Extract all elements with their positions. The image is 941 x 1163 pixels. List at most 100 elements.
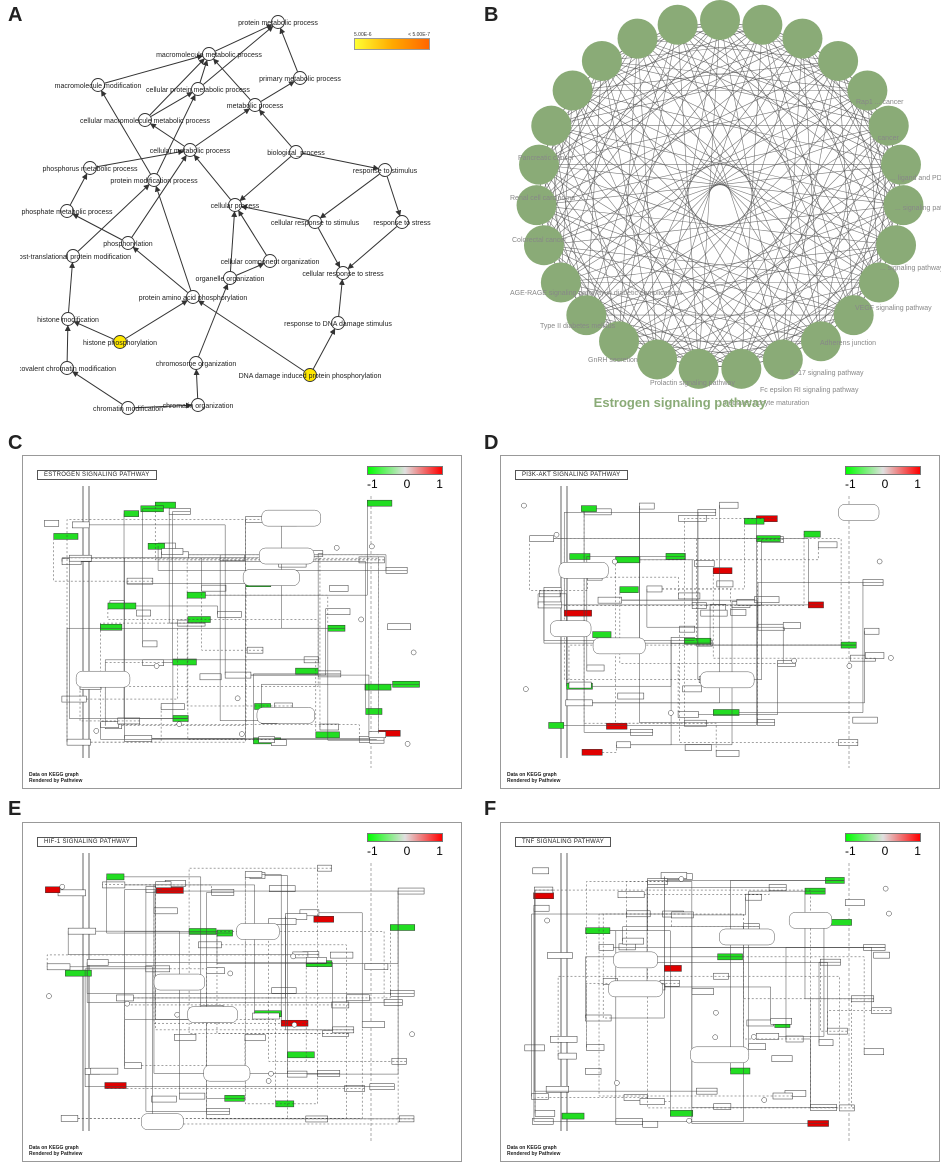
pathway-edge <box>697 512 725 680</box>
network-edge <box>586 125 889 316</box>
gene-box <box>597 596 622 604</box>
gene-box <box>107 602 137 610</box>
network-label: IL-17 signaling pathway <box>790 370 864 377</box>
gene-box <box>46 963 71 971</box>
compound-node <box>544 917 550 924</box>
network-edge <box>601 19 721 62</box>
gene-box <box>715 750 740 757</box>
pathway-edge <box>728 975 840 1108</box>
compound-node <box>46 993 52 999</box>
pathway-edge <box>652 962 828 1032</box>
go-node-label: histone phosphorylation <box>83 340 157 347</box>
network-node <box>552 70 593 111</box>
compound-node <box>153 663 160 669</box>
network-edge <box>572 90 897 246</box>
gene-box <box>817 541 838 549</box>
compound-node <box>846 663 853 669</box>
gene-box <box>271 987 297 994</box>
network-edge <box>677 24 904 206</box>
pathway-edge <box>145 889 230 1112</box>
gene-box <box>642 1120 659 1128</box>
compound-node <box>234 695 241 702</box>
go-node: chromatin modification <box>93 401 163 415</box>
pathway-edge <box>592 640 672 687</box>
network-edge <box>536 204 742 370</box>
network-edge <box>551 125 742 370</box>
go-node-label: cellular protein metabolic process <box>146 87 250 94</box>
compound-node <box>521 502 527 509</box>
gene-box <box>585 1014 612 1022</box>
gene-box <box>217 611 242 618</box>
pathway-edge <box>287 1054 414 1120</box>
network-edge <box>677 24 880 283</box>
pathway-edge <box>583 511 707 724</box>
pathway-edge <box>250 611 327 676</box>
gene-box <box>325 608 351 615</box>
linked-pathway-box <box>608 980 663 998</box>
pathway-edge <box>167 891 399 1125</box>
go-node-label: macromolecule modification <box>55 83 142 90</box>
network-edge <box>560 164 902 283</box>
network-edge <box>538 164 822 342</box>
network-edge <box>551 125 658 360</box>
go-edge <box>279 27 298 72</box>
go-edge <box>215 24 273 52</box>
network-node <box>833 295 874 336</box>
network-label: ... signaling pathway <box>880 265 941 272</box>
gene-box <box>306 957 327 964</box>
network-label: Renal cell carcinoma <box>510 195 575 202</box>
pathway-edge <box>646 588 785 628</box>
pathway-edge <box>851 998 855 1109</box>
pathway-edge <box>609 930 617 1122</box>
go-node-label: post-translational protein modification <box>20 254 131 261</box>
kegg-title-d: PI3K-AKT SIGNALING PATHWAY <box>515 470 628 480</box>
compound-node <box>239 731 245 737</box>
network-node <box>876 225 917 266</box>
gene-box <box>617 891 645 898</box>
pathway-edge <box>621 599 758 723</box>
pathway-edge <box>647 880 845 882</box>
go-edge <box>302 152 380 171</box>
gene-box <box>364 963 389 970</box>
gene-box <box>660 872 688 879</box>
gene-box <box>700 609 728 617</box>
kegg-diagram-c <box>44 486 420 768</box>
network-edge <box>586 60 603 316</box>
pathway-edge <box>644 887 770 895</box>
network-edge <box>543 244 854 316</box>
pathway-edge <box>250 674 370 735</box>
pathway-edge <box>742 956 865 1052</box>
pathway-edge <box>205 594 329 629</box>
gene-box <box>592 631 612 638</box>
pathway-edge <box>163 662 174 719</box>
gene-box <box>179 1092 206 1100</box>
pathway-edge <box>70 966 153 1124</box>
gene-box <box>709 604 727 611</box>
go-edge <box>134 402 193 409</box>
pathway-edge <box>84 968 170 1072</box>
go-edge <box>149 123 185 147</box>
go-node-label: protein metabolic process <box>238 20 318 27</box>
network-edge <box>656 60 839 360</box>
gene-box <box>61 695 87 703</box>
compound-node <box>686 1117 692 1124</box>
go-node: histone modification <box>37 312 99 326</box>
gene-box <box>746 1019 774 1027</box>
network-edge <box>719 19 784 360</box>
network-node <box>742 4 783 45</box>
pathway-edge <box>696 538 781 644</box>
gene-box <box>531 1093 549 1100</box>
compound-node <box>93 728 100 734</box>
network-label: ... signaling pathway <box>895 205 941 212</box>
network-node <box>523 225 564 266</box>
network-edge <box>637 38 854 316</box>
pathway-edge <box>557 975 729 1057</box>
linked-pathway-box <box>719 928 775 946</box>
pathway-edge <box>104 1085 365 1089</box>
gene-box <box>639 1098 665 1105</box>
pathway-edge <box>583 511 653 733</box>
go-node: biological_process <box>267 145 325 159</box>
gene-box <box>533 904 550 912</box>
gene-box <box>313 916 334 923</box>
